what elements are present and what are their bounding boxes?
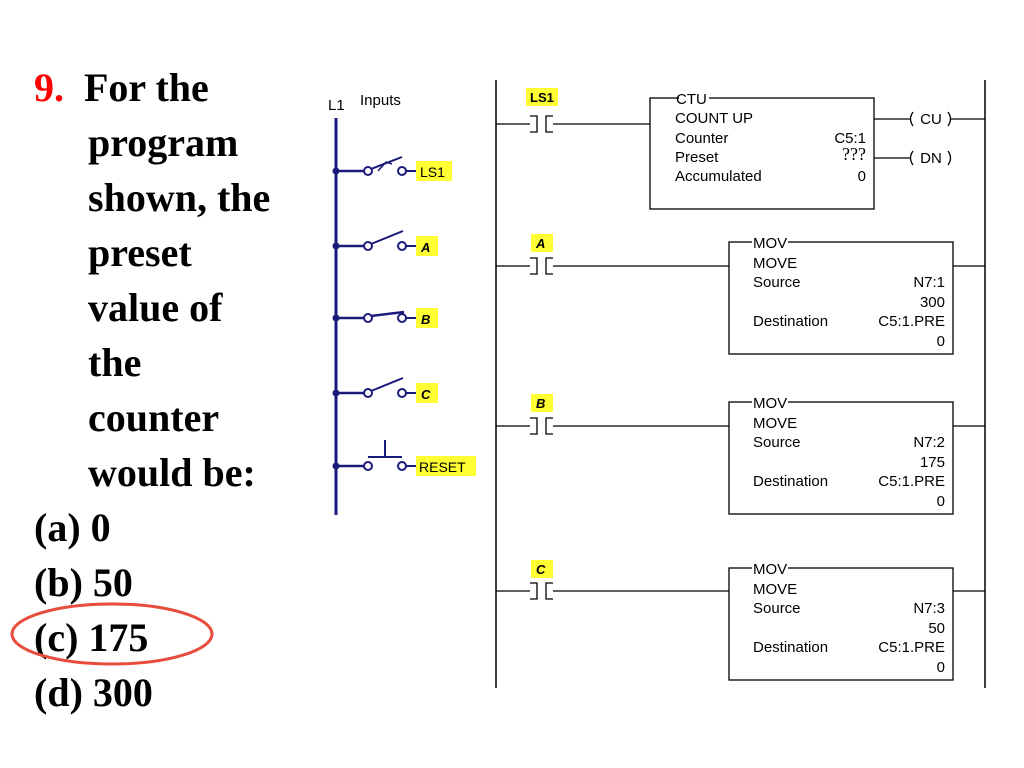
ctu-instruction: CTU bbox=[676, 91, 707, 108]
mov3-dest-label: Destination bbox=[753, 639, 828, 656]
question-line-6: the bbox=[88, 340, 142, 385]
mov1-instruction: MOV bbox=[753, 235, 787, 252]
mov3-dest-addr: C5:1.PRE bbox=[878, 639, 945, 656]
input-tag-reset: RESET bbox=[419, 459, 466, 475]
mov3-source-addr: N7:3 bbox=[913, 600, 945, 617]
input-c-switch bbox=[332, 377, 416, 398]
mov1-source-value: 300 bbox=[920, 294, 945, 311]
mov1-dest-label: Destination bbox=[753, 313, 828, 330]
ctu-accum-value: 0 bbox=[858, 168, 866, 185]
inputs-panel: L1 Inputs bbox=[328, 92, 416, 515]
mov1-source-label: Source bbox=[753, 274, 801, 291]
rung3-contact bbox=[530, 417, 553, 435]
mov3-name: MOVE bbox=[753, 581, 797, 598]
answer-highlight-circle bbox=[10, 602, 214, 666]
rung1-contact bbox=[530, 115, 553, 133]
input-tag-b: B bbox=[421, 312, 430, 327]
ctu-preset-label: Preset bbox=[675, 149, 719, 166]
rung3-contact-tag: B bbox=[536, 396, 545, 411]
ctu-accum-label: Accumulated bbox=[675, 168, 762, 185]
input-reset-pushbutton bbox=[332, 440, 416, 471]
ctu-block bbox=[649, 97, 875, 210]
option-a[interactable]: (a) 0 bbox=[34, 505, 111, 550]
mov-block-3 bbox=[728, 567, 954, 681]
ctu-preset-value: ??? bbox=[842, 144, 866, 164]
output-dn: DN bbox=[920, 150, 942, 167]
question-line-5: value of bbox=[88, 285, 223, 330]
ladder-rails bbox=[495, 80, 986, 688]
option-c[interactable]: (c) 175 bbox=[34, 615, 149, 660]
mov1-source-addr: N7:1 bbox=[913, 274, 945, 291]
option-b[interactable]: (b) 50 bbox=[34, 560, 133, 605]
l1-rail-label: L1 bbox=[328, 97, 345, 114]
ctu-name: COUNT UP bbox=[675, 110, 753, 127]
mov3-dest-value: 0 bbox=[937, 659, 945, 676]
question-line-7: counter bbox=[88, 395, 220, 440]
mov2-name: MOVE bbox=[753, 415, 797, 432]
mov2-dest-addr: C5:1.PRE bbox=[878, 473, 945, 490]
output-cu: CU bbox=[920, 111, 942, 128]
rung2-contact-tag: A bbox=[535, 236, 545, 251]
question-line-8: would be: bbox=[88, 450, 256, 495]
question-line-4: preset bbox=[88, 230, 192, 275]
mov2-dest-value: 0 bbox=[937, 493, 945, 510]
input-b-switch bbox=[332, 310, 416, 323]
rung2-contact bbox=[530, 257, 553, 275]
rung-1: LS1 bbox=[496, 88, 985, 210]
mov2-source-label: Source bbox=[753, 434, 801, 451]
question-line-2: program bbox=[88, 120, 239, 165]
mov2-instruction: MOV bbox=[753, 395, 787, 412]
input-tag-a: A bbox=[420, 240, 430, 255]
rung-2 bbox=[496, 234, 985, 355]
mov2-source-addr: N7:2 bbox=[913, 434, 945, 451]
mov1-dest-value: 0 bbox=[937, 333, 945, 350]
input-tag-ls1: LS1 bbox=[420, 164, 445, 180]
mov-texts: A MOV MOVE Source N7:1 300 Destination C… bbox=[535, 235, 945, 676]
option-d[interactable]: (d) 300 bbox=[34, 670, 153, 715]
ctu-counter-label: Counter bbox=[675, 130, 728, 147]
ctu-block-text: CTU COUNT UP Counter C5:1 Preset ??? Acc… bbox=[675, 91, 942, 185]
mov3-source-label: Source bbox=[753, 600, 801, 617]
question-line-3: shown, the bbox=[88, 175, 271, 220]
mov2-dest-label: Destination bbox=[753, 473, 828, 490]
rung1-contact-tag: LS1 bbox=[530, 90, 554, 105]
input-tag-c: C bbox=[421, 387, 431, 402]
mov3-instruction: MOV bbox=[753, 561, 787, 578]
input-ls1-switch bbox=[332, 156, 416, 176]
mov2-source-value: 175 bbox=[920, 454, 945, 471]
rung4-contact bbox=[530, 582, 553, 600]
mov1-dest-addr: C5:1.PRE bbox=[878, 313, 945, 330]
mov-block-2 bbox=[728, 401, 954, 515]
question-number: 9. bbox=[34, 65, 64, 110]
mov3-source-value: 50 bbox=[928, 620, 945, 637]
mov1-name: MOVE bbox=[753, 255, 797, 272]
ctu-counter-value: C5:1 bbox=[834, 130, 866, 147]
mov-block-1 bbox=[728, 241, 954, 355]
rung-4 bbox=[496, 560, 985, 681]
input-tags: LS1 A B C RESET bbox=[416, 161, 476, 476]
rung-3 bbox=[496, 394, 985, 515]
inputs-title: Inputs bbox=[360, 92, 401, 109]
rung4-contact-tag: C bbox=[536, 562, 546, 577]
question-line-1: 9. For the bbox=[34, 65, 209, 110]
input-a-switch bbox=[332, 230, 416, 251]
